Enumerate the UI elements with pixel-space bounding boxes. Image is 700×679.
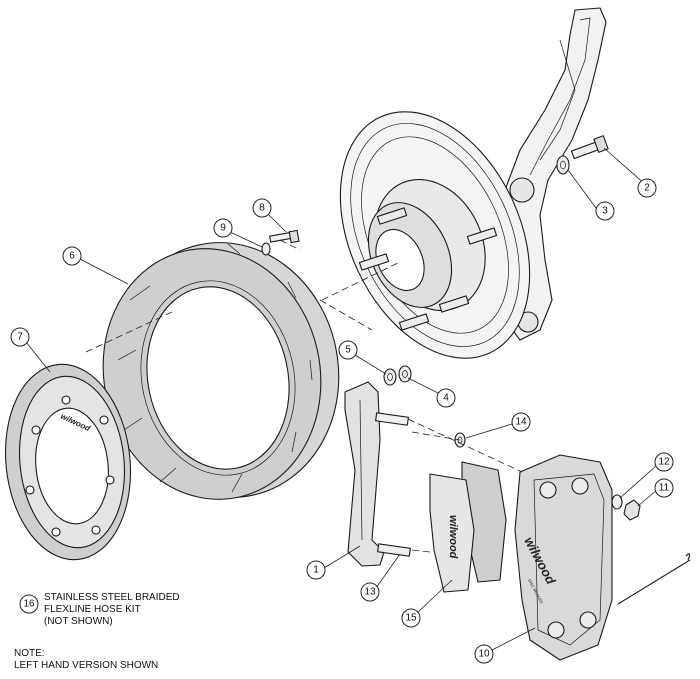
callout-2: 2 [603, 147, 657, 198]
assembly-lines [85, 239, 523, 553]
bracket-studs [375, 412, 411, 557]
hub-assembly [339, 111, 531, 359]
callout-3-label: 3 [602, 206, 608, 217]
callout-2-label: 2 [644, 183, 650, 194]
callout-8-label: 8 [259, 203, 265, 214]
caliper-bridge-bolt [617, 553, 691, 605]
callout-11: 11 [637, 478, 674, 507]
callout-9-label: 9 [220, 223, 226, 234]
mounting-washer [556, 155, 570, 175]
callout-14: 14 [465, 412, 531, 439]
callout-16: 16 [19, 594, 39, 614]
callout-11-label: 11 [659, 483, 670, 494]
brake-caliper: wilwood DISC BRAKES [514, 454, 613, 661]
hose-kit-note-line1: STAINLESS STEEL BRAIDED [44, 592, 180, 603]
hose-kit-note: STAINLESS STEEL BRAIDED FLEXLINE HOSE KI… [44, 592, 180, 628]
callout-13: 13 [360, 553, 401, 602]
callout-7: 7 [10, 327, 51, 373]
brake-rotor [102, 242, 340, 500]
callout-1: 1 [306, 545, 361, 580]
hat-bolt-holes [25, 395, 115, 537]
wheel-studs [358, 207, 498, 331]
callout-6: 6 [62, 246, 129, 285]
footer-note-line2: LEFT HAND VERSION SHOWN [14, 660, 159, 671]
callout-8: 8 [252, 198, 287, 233]
callout-7-label: 7 [17, 332, 23, 343]
bracket-shim-washers [383, 365, 412, 386]
hose-kit-note-line2: FLEXLINE HOSE KIT [44, 604, 141, 615]
callout-3: 3 [567, 169, 615, 221]
hose-kit-note-line3: (NOT SHOWN) [44, 616, 113, 627]
caliper-nut [611, 494, 641, 521]
callout-4-label: 4 [443, 393, 449, 404]
brake-pads: wilwood [429, 461, 507, 593]
callout-10-label: 10 [478, 649, 490, 660]
pad-logo: wilwood [447, 515, 459, 559]
callout-4: 4 [407, 377, 456, 408]
callout-12: 12 [619, 452, 674, 499]
callout-9: 9 [213, 218, 263, 248]
callout-14-label: 14 [515, 417, 527, 428]
footer-note: NOTE: LEFT HAND VERSION SHOWN [14, 648, 158, 672]
callout-10: 10 [474, 627, 536, 664]
callout-13-label: 13 [364, 587, 376, 598]
spindle-knuckle [504, 7, 607, 341]
callout-15: 15 [401, 579, 453, 628]
callout-1-label: 1 [313, 565, 319, 576]
callout-5-label: 5 [345, 345, 351, 356]
callout-12-label: 12 [658, 457, 670, 468]
callout-15-label: 15 [405, 613, 417, 624]
mounting-bolt [570, 135, 609, 160]
footer-note-line1: NOTE: [14, 648, 45, 659]
caliper-bracket [344, 381, 385, 567]
rotor-bolt [261, 229, 300, 256]
rotor-hat: wilwood [4, 363, 132, 561]
callout-5: 5 [338, 340, 387, 375]
callout-16-label: 16 [23, 599, 35, 610]
callout-6-label: 6 [69, 251, 75, 262]
